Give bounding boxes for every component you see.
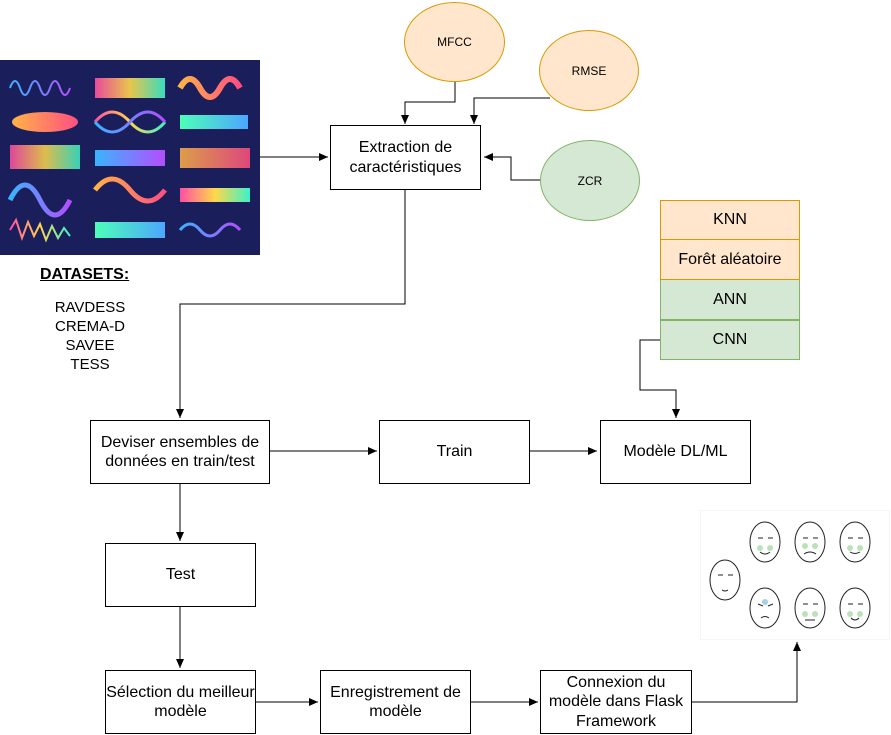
model-knn-label: KNN <box>713 211 747 228</box>
extraction-label: Extraction de caractéristiques <box>349 139 462 176</box>
rmse-ellipse: RMSE <box>539 30 639 111</box>
mfcc-ellipse: MFCC <box>404 2 505 82</box>
model-ann-label: ANN <box>713 290 747 308</box>
split-label: Deviser ensembles de données en train/te… <box>100 433 260 470</box>
datasets-list: RAVDESS CREMA-D SAVEE TESS <box>40 298 140 374</box>
model-cnn-label: CNN <box>712 331 748 348</box>
zcr-ellipse: ZCR <box>540 140 640 221</box>
select-box: Sélection du meilleur modèle <box>105 670 256 734</box>
dataset-item: TESS <box>70 356 110 373</box>
facial-expressions-image <box>700 510 890 640</box>
test-box: Test <box>105 543 256 607</box>
zcr-label: ZCR <box>577 173 603 188</box>
test-label: Test <box>165 566 196 584</box>
save-box: Enregistrement de modèle <box>320 670 471 734</box>
select-label: Sélection du meilleur modèle <box>106 683 255 720</box>
datasets-title: DATASETS: <box>40 266 130 283</box>
dataset-item: CREMA-D <box>55 318 125 335</box>
save-label: Enregistrement de modèle <box>330 683 461 720</box>
model-knn: KNN <box>660 200 800 240</box>
model-random-forest: Forêt aléatoire <box>660 240 800 280</box>
extraction-box: Extraction de caractéristiques <box>330 125 481 190</box>
model-box: Modèle DL/ML <box>600 420 751 484</box>
split-box: Deviser ensembles de données en train/te… <box>90 420 270 484</box>
train-label: Train <box>436 443 473 461</box>
dataset-item: RAVDESS <box>54 299 126 316</box>
dataset-item: SAVEE <box>65 337 115 354</box>
mfcc-label: MFCC <box>437 35 472 49</box>
model-cnn: CNN <box>660 320 800 360</box>
connect-label: Connexion du modèle dans Flask Framework <box>548 674 684 730</box>
model-random-forest-label: Forêt aléatoire <box>678 250 782 268</box>
audio-waves-image <box>0 60 260 255</box>
connect-box: Connexion du modèle dans Flask Framework <box>540 670 692 734</box>
train-box: Train <box>379 420 530 484</box>
model-ann: ANN <box>660 280 800 320</box>
model-label: Modèle DL/ML <box>623 443 728 461</box>
rmse-label: RMSE <box>571 63 607 78</box>
